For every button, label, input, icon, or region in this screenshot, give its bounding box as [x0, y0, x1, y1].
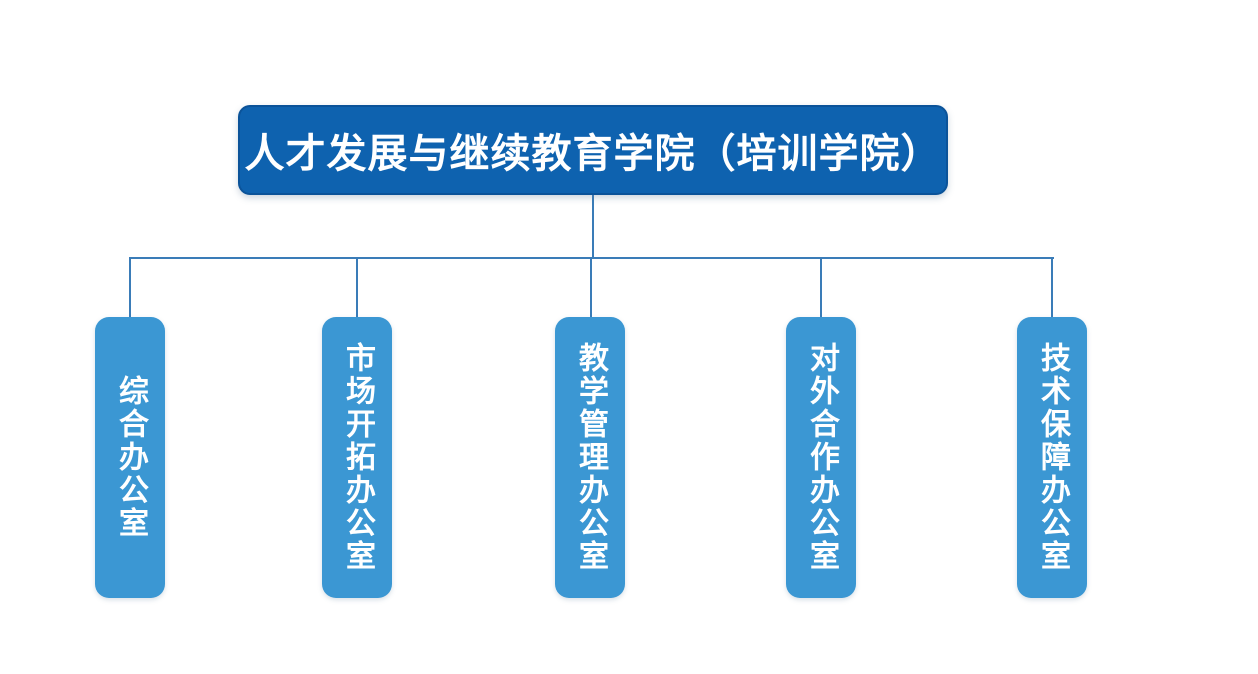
org-node-label: 对外合作办公室 [805, 342, 838, 573]
org-node-teaching-management-office: 教学管理办公室 [555, 317, 625, 598]
org-node-label: 技术保障办公室 [1036, 342, 1069, 573]
org-node-external-cooperation-office: 对外合作办公室 [786, 317, 856, 598]
org-node-label: 综合办公室 [114, 375, 147, 540]
org-node-root-label: 人才发展与继续教育学院（培训学院） [244, 132, 942, 176]
connector-drop-5 [1051, 258, 1053, 317]
connector-drop-4 [820, 258, 822, 317]
org-node-general-office: 综合办公室 [95, 317, 165, 598]
connector-root-vertical [592, 195, 594, 258]
connector-drop-3 [590, 258, 592, 317]
org-node-market-development-office: 市场开拓办公室 [322, 317, 392, 598]
connector-drop-1 [129, 258, 131, 317]
connector-drop-2 [356, 258, 358, 317]
org-node-technical-support-office: 技术保障办公室 [1017, 317, 1087, 598]
org-node-label: 市场开拓办公室 [341, 342, 374, 573]
org-node-label: 教学管理办公室 [574, 342, 607, 573]
org-node-root: 人才发展与继续教育学院（培训学院） [238, 105, 948, 195]
